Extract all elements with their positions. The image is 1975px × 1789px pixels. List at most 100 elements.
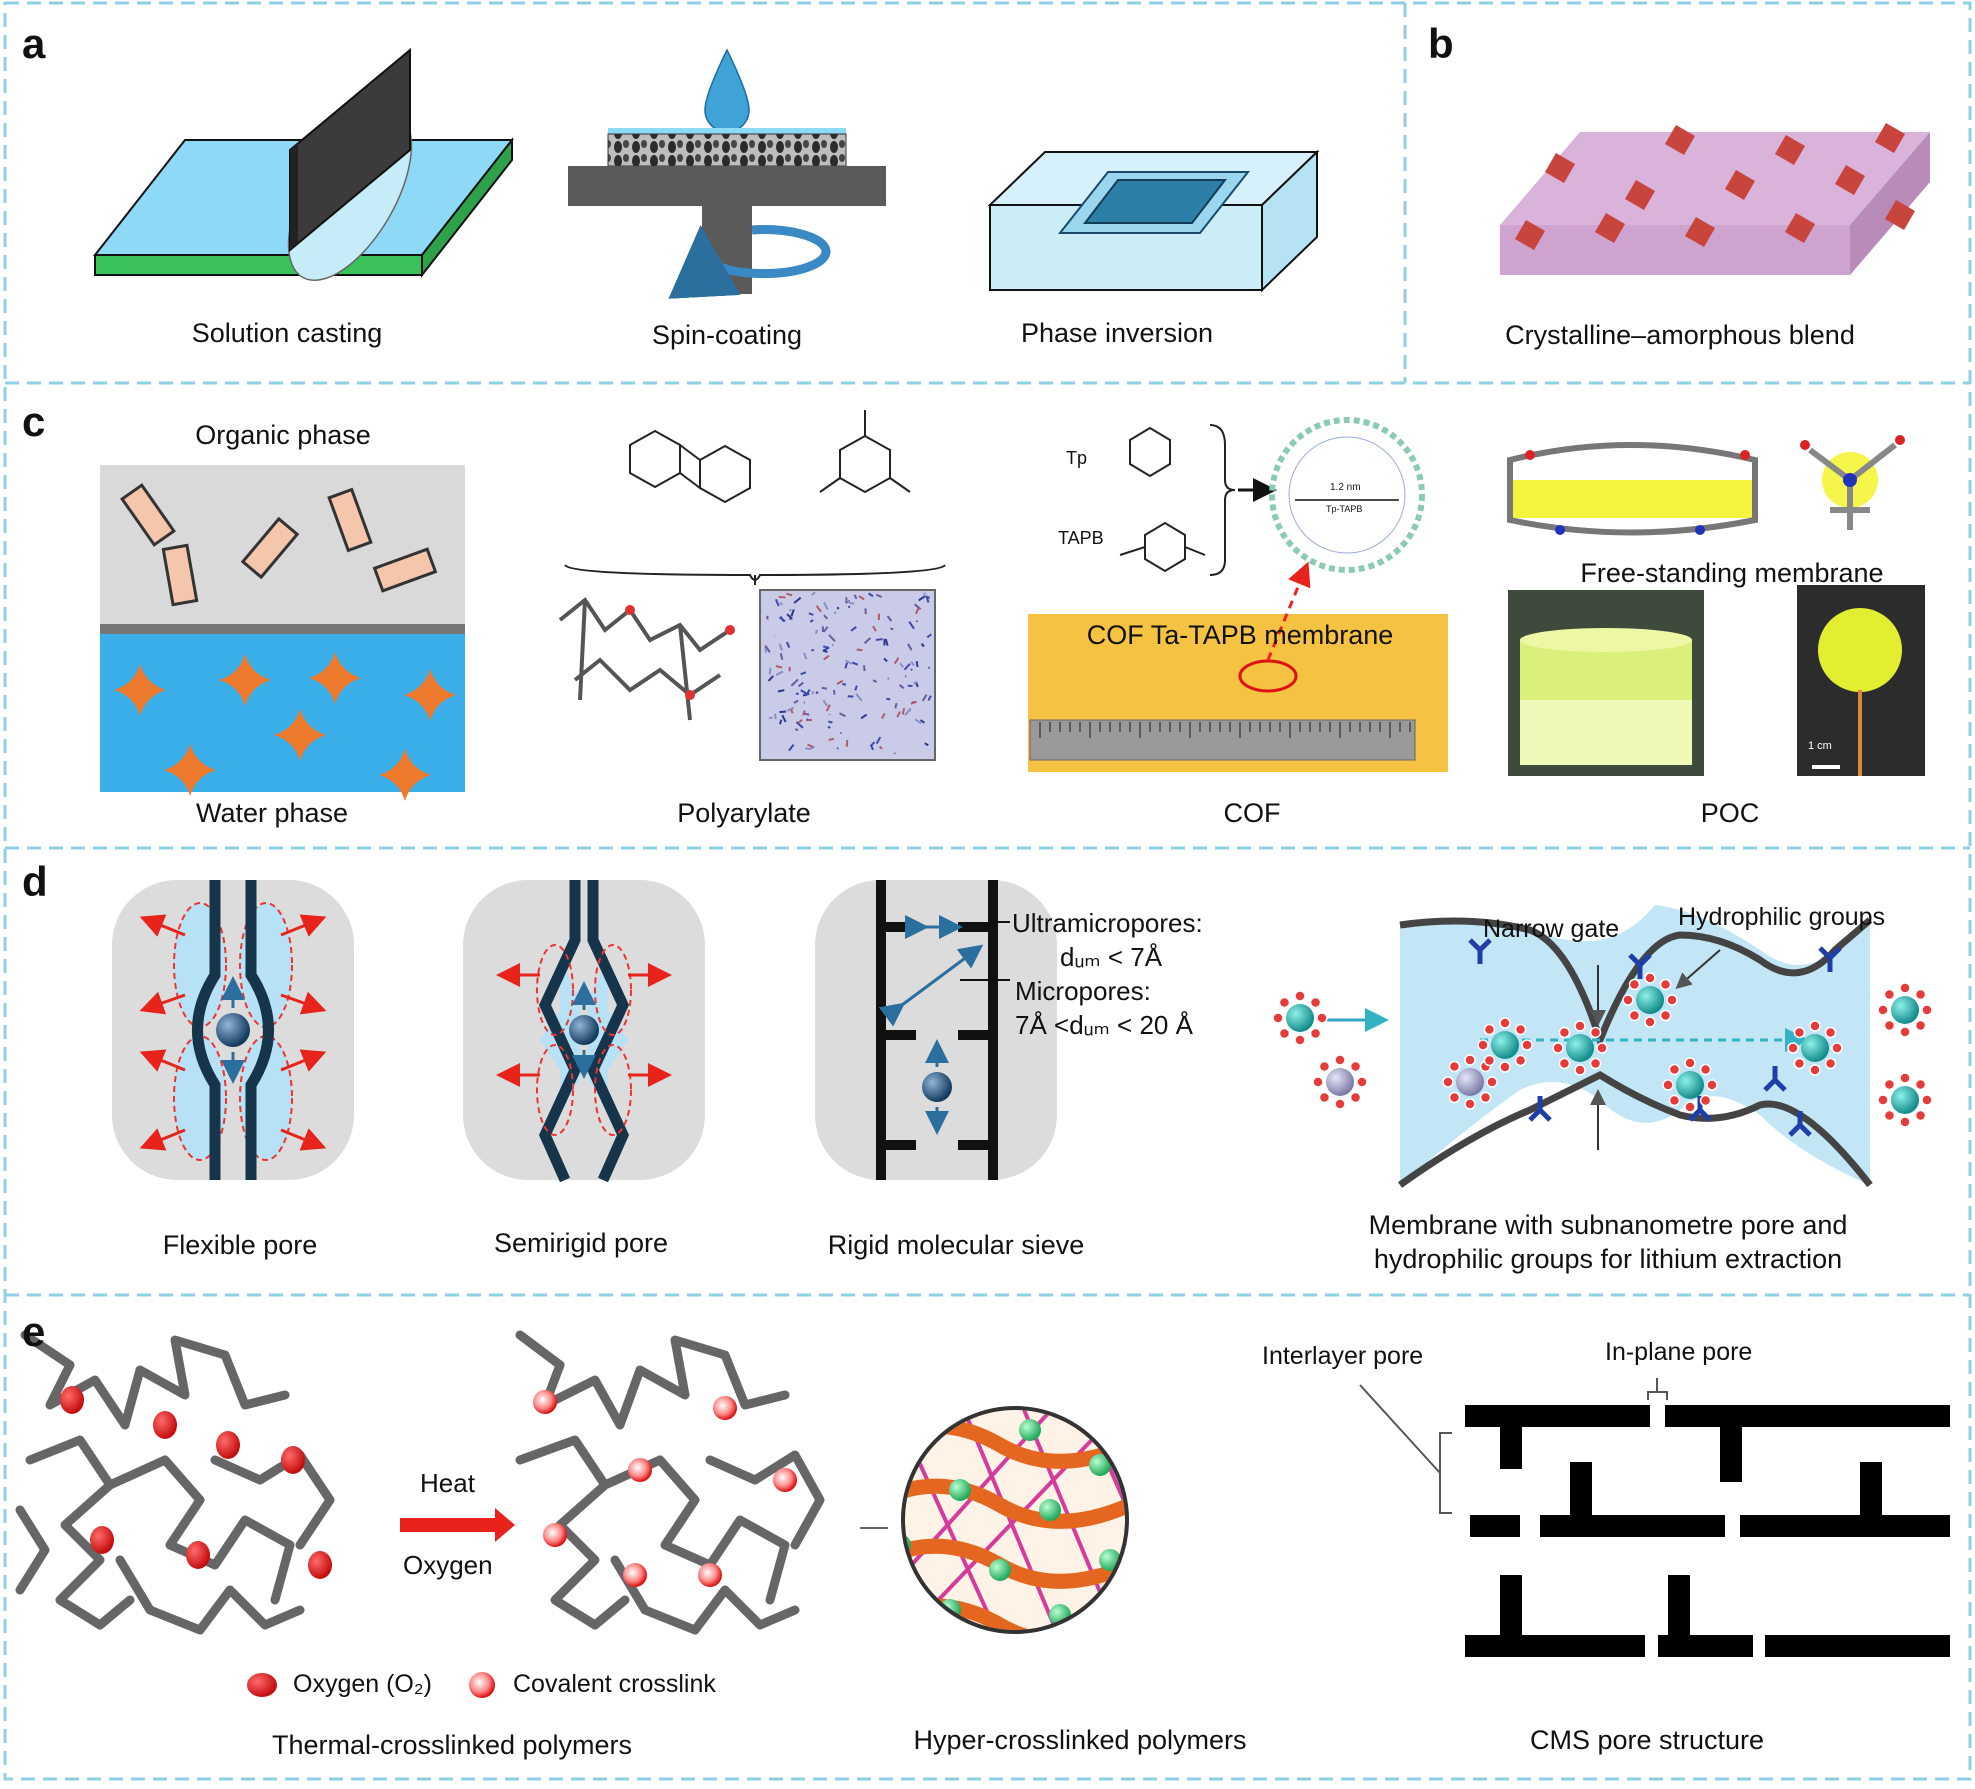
label-ultramicropores-range: dᵤₘ < 7Å — [1060, 942, 1162, 973]
sim-atom — [796, 693, 799, 694]
water-molecule — [1335, 1055, 1345, 1065]
label-narrow-gate: Narrow gate — [1483, 915, 1619, 944]
lithium-ion — [1676, 1071, 1704, 1099]
label-legend-oxygen: Oxygen (O₂) — [293, 1670, 432, 1699]
label-flexible-pore: Flexible pore — [163, 1230, 318, 1261]
sim-atom — [834, 690, 835, 695]
water-molecule — [1701, 1064, 1711, 1074]
sim-atom — [816, 630, 817, 634]
water-molecule — [1279, 997, 1289, 1007]
water-molecule — [1922, 1095, 1932, 1105]
water-molecule — [1826, 1059, 1836, 1069]
sim-atom — [888, 678, 890, 680]
water-molecule — [1575, 1021, 1585, 1031]
sim-atom — [842, 684, 846, 685]
sim-atom — [780, 720, 781, 725]
lithium-ion — [1891, 1086, 1919, 1114]
label-legend-crosslink: Covalent crosslink — [513, 1670, 716, 1699]
water-molecule — [1335, 1099, 1345, 1109]
label-tapb: TAPB — [1058, 528, 1104, 549]
water-molecule — [1916, 989, 1926, 999]
water-molecule — [1481, 1093, 1491, 1103]
water-molecule — [1922, 1005, 1932, 1015]
sim-atom — [838, 607, 839, 609]
water-molecule — [1884, 989, 1894, 999]
divalent-ion — [1326, 1068, 1354, 1096]
water-molecule — [1661, 1011, 1671, 1021]
thermal-crosslinked-network — [20, 1335, 332, 1630]
label-hydrophilic-groups: Hydrophilic groups — [1678, 903, 1885, 932]
label-tp: Tp — [1066, 448, 1087, 469]
cof-chemistry — [1120, 425, 1235, 575]
sim-atom — [769, 718, 773, 719]
flexible-pore-diagram — [112, 880, 354, 1180]
water-molecule — [1826, 1027, 1836, 1037]
label-semirigid-pore: Semirigid pore — [494, 1228, 668, 1259]
polyarylate-simulation-box — [760, 590, 935, 760]
hyper-crosslinked-circle — [860, 1400, 1150, 1641]
water-molecule — [1311, 1029, 1321, 1039]
sim-atom — [770, 668, 771, 675]
label-rigid-sieve: Rigid molecular sieve — [828, 1230, 1085, 1261]
sim-atom — [786, 594, 792, 595]
water-molecule — [1810, 1021, 1820, 1031]
label-poc: POC — [1701, 798, 1760, 829]
poc-cage-models — [1510, 435, 1905, 535]
sim-atom — [924, 593, 925, 597]
cof-membrane-photo — [1028, 570, 1448, 772]
label-pore-size: 1.2 nm — [1330, 482, 1361, 493]
sim-atom — [778, 690, 784, 691]
water-molecule — [1878, 1005, 1888, 1015]
sim-atom — [864, 665, 865, 671]
water-molecule — [1645, 1017, 1655, 1027]
water-molecule — [1591, 1059, 1601, 1069]
cms-pore-structure — [1465, 1405, 1950, 1657]
water-molecule — [1449, 1093, 1459, 1103]
label-micropores-range: 7Å <dᵤₘ < 20 Å — [1015, 1010, 1193, 1041]
water-molecule — [1559, 1059, 1569, 1069]
phase-inversion-illustration — [990, 152, 1317, 290]
sim-atom — [776, 666, 782, 667]
label-hyper-crosslinked: Hyper-crosslinked polymers — [913, 1725, 1246, 1756]
spin-coating-illustration — [568, 50, 886, 294]
sim-atom — [829, 739, 834, 740]
sim-atom — [828, 727, 830, 728]
water-molecule — [1351, 1061, 1361, 1071]
water-molecule — [1669, 1064, 1679, 1074]
water-molecule — [1810, 1065, 1820, 1075]
water-molecule — [1794, 1059, 1804, 1069]
water-molecule — [1516, 1024, 1526, 1034]
sim-atom — [795, 729, 798, 730]
water-molecule — [1900, 983, 1910, 993]
label-polyarylate: Polyarylate — [677, 798, 811, 829]
crosslinked-network-after — [520, 1335, 820, 1630]
water-molecule — [1465, 1099, 1475, 1109]
water-molecule — [1669, 1096, 1679, 1106]
interfacial-polymerization-illustration — [100, 465, 465, 801]
water-molecule — [1663, 1080, 1673, 1090]
label-water-phase: Water phase — [196, 798, 348, 829]
water-molecule — [1707, 1080, 1717, 1090]
lithium-extraction-diagram — [1273, 905, 1932, 1185]
water-molecule — [1500, 1062, 1510, 1072]
label-cof-membrane: COF Ta-TAPB membrane — [1087, 620, 1394, 651]
water-molecule — [1623, 995, 1633, 1005]
label-cof: COF — [1224, 798, 1281, 829]
water-molecule — [1878, 1095, 1888, 1105]
label-heat: Heat — [420, 1468, 475, 1499]
water-molecule — [1832, 1043, 1842, 1053]
water-molecule — [1701, 1096, 1711, 1106]
water-molecule — [1629, 979, 1639, 989]
water-molecule — [1279, 1029, 1289, 1039]
water-molecule — [1597, 1043, 1607, 1053]
sim-atom — [849, 606, 850, 607]
sim-atom — [779, 712, 786, 713]
label-solution-casting: Solution casting — [192, 318, 383, 349]
label-scale-bar: 1 cm — [1808, 740, 1832, 752]
water-molecule — [1273, 1013, 1283, 1023]
sim-atom — [917, 661, 918, 667]
water-molecule — [1667, 995, 1677, 1005]
water-molecule — [1522, 1040, 1532, 1050]
